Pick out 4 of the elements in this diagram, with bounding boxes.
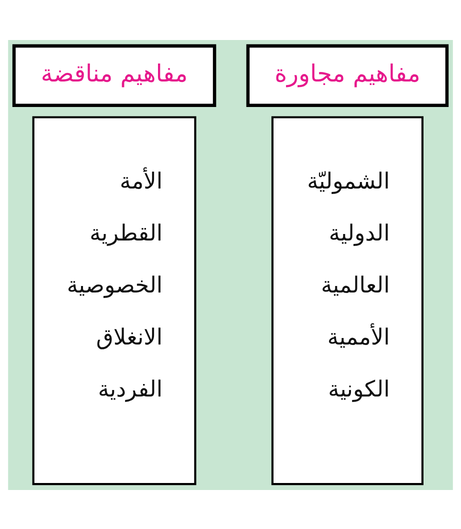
- node-box: مفاهيم مجاورة: [246, 44, 449, 106]
- node-box: الأمة القطرية الخصوصية الانغلاق الفردية: [32, 116, 196, 485]
- node-box: مفاهيم مناقضة: [12, 44, 216, 106]
- node-box: الشموليّة الدولية العالمية الأممية الكونية: [271, 116, 424, 485]
